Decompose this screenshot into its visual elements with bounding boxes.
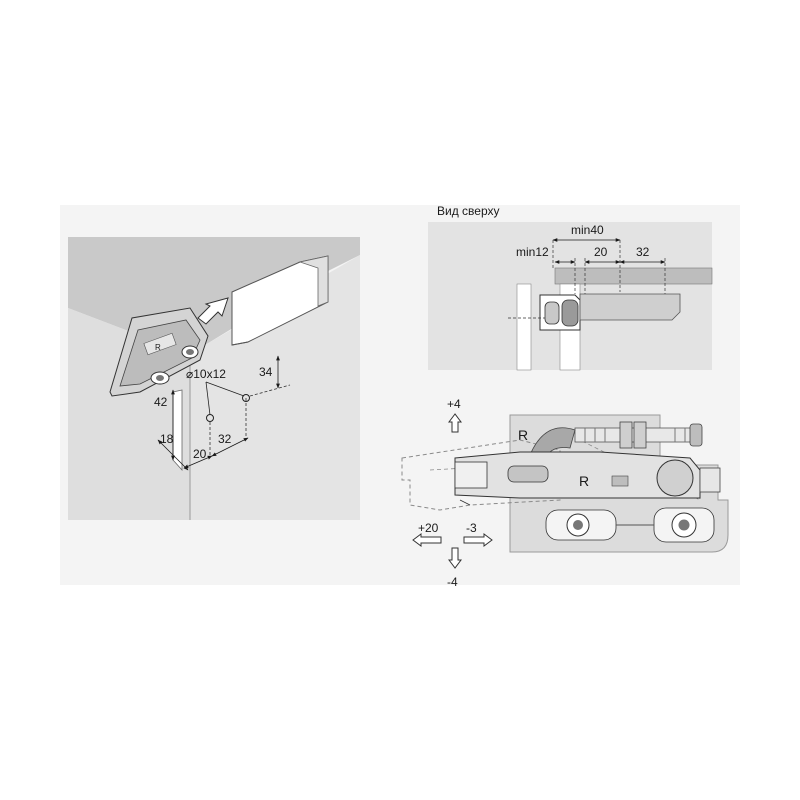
letter-r-mid: R [579, 473, 589, 489]
dim-34-label: 34 [259, 365, 273, 379]
dim-32-label: 32 [218, 432, 232, 446]
adjustment-view: R R [401, 397, 729, 589]
dim-20-label: 20 [193, 447, 207, 461]
mounting-bracket: R [109, 307, 209, 397]
dim-32-top-label: 32 [636, 245, 650, 259]
letter-r-top: R [518, 427, 528, 443]
top-view: Вид сверху min40 min12 20 32 [428, 204, 713, 371]
top-board [554, 267, 713, 285]
mounting-holes [545, 507, 715, 543]
insert-arrow-icon [197, 297, 229, 325]
arrow-left-icon [412, 533, 442, 547]
label-minus4: -4 [447, 575, 458, 589]
dim-18-label: 18 [160, 432, 174, 446]
hole-diameter-label: ⌀10x12 [186, 367, 226, 381]
ghost-outline [401, 439, 561, 511]
left-cabinet-view: R ⌀10x12 34 42 18 20 32 [68, 237, 360, 520]
body-round-knob [656, 459, 694, 497]
arrow-down-icon [448, 547, 462, 569]
hole-2 [242, 394, 250, 402]
label-minus3: -3 [466, 521, 477, 535]
label-plus20: +20 [418, 521, 439, 535]
dim-min40-label: min40 [571, 223, 604, 237]
arrow-up-icon [448, 413, 462, 433]
dim-20-top-label: 20 [594, 245, 608, 259]
bracket-letter: R [155, 343, 161, 352]
label-plus4: +4 [447, 397, 461, 411]
dim-min12-label: min12 [516, 245, 549, 259]
front-plunger [454, 461, 488, 489]
top-view-caption: Вид сверху [437, 204, 500, 218]
dim-42-label: 42 [154, 395, 168, 409]
arrow-right-icon [463, 533, 493, 547]
adjusting-screw [574, 421, 703, 449]
